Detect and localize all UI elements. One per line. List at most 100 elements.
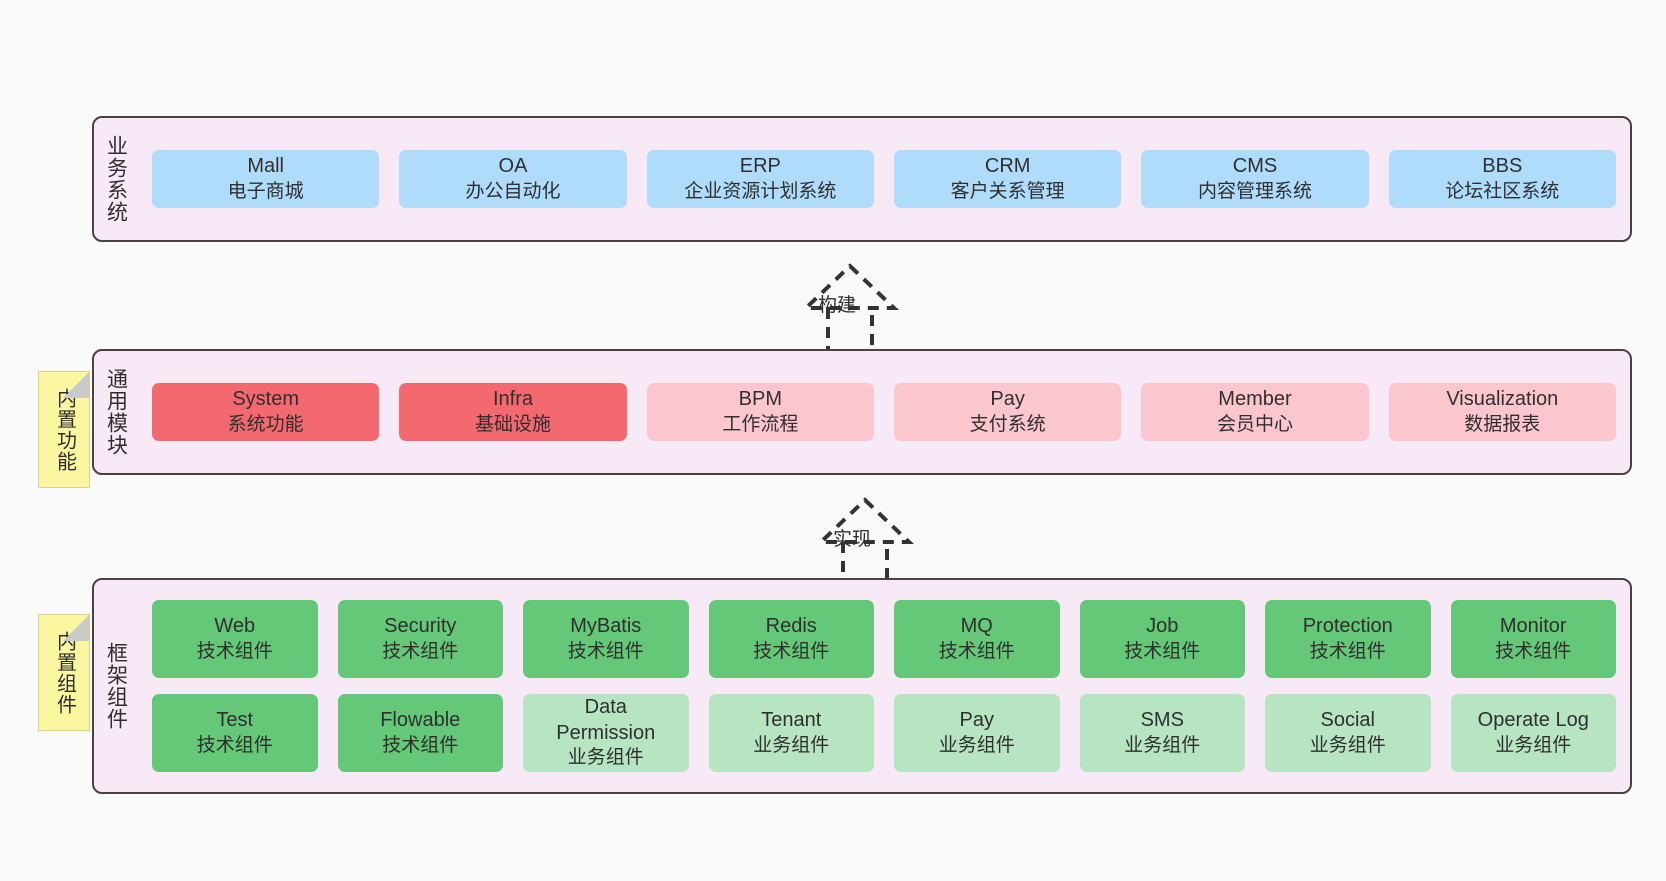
card-label-cn: 客户关系管理 bbox=[950, 180, 1065, 202]
card-label-en: Mall bbox=[247, 155, 284, 178]
card-label-en: Flowable bbox=[380, 709, 461, 732]
card-label-cn: 技术组件 bbox=[1309, 640, 1386, 662]
card-label-cn: 技术组件 bbox=[196, 734, 273, 756]
card-label-cn: 工作流程 bbox=[722, 413, 799, 435]
card-label-cn: 内容管理系统 bbox=[1197, 180, 1312, 202]
card-monitor[interactable]: Monitor 技术组件 bbox=[1450, 600, 1616, 678]
layer-panel-common-modules: 通用模块 System 系统功能 Infra 基础设施 BPM 工作流程 Pay… bbox=[92, 349, 1632, 475]
sticky-note-label: 内置组件 bbox=[53, 630, 76, 715]
card-label-en: Security bbox=[384, 615, 457, 638]
card-label-cn: 业务组件 bbox=[1309, 734, 1386, 756]
card-label-en: Pay bbox=[959, 709, 994, 732]
card-visualization[interactable]: Visualization 数据报表 bbox=[1388, 383, 1616, 441]
card-redis[interactable]: Redis 技术组件 bbox=[708, 600, 874, 678]
card-label-en: Member bbox=[1218, 388, 1292, 411]
card-label-cn: 技术组件 bbox=[382, 640, 459, 662]
card-label-en: Protection bbox=[1302, 615, 1393, 638]
card-label-cn: 技术组件 bbox=[753, 640, 830, 662]
card-operate-log[interactable]: Operate Log 业务组件 bbox=[1450, 694, 1616, 772]
card-label-en: Tenant bbox=[761, 709, 822, 732]
layer-panel-framework-components: 框架组件 Web 技术组件 Security 技术组件 MyBatis 技术组件… bbox=[92, 578, 1632, 794]
card-label-en: Visualization bbox=[1446, 388, 1559, 411]
card-label-cn: 技术组件 bbox=[196, 640, 273, 662]
card-label-en: BPM bbox=[738, 388, 782, 411]
card-label-en: Data Permission bbox=[556, 696, 656, 744]
card-label-en: Job bbox=[1146, 615, 1179, 638]
card-label-en: SMS bbox=[1140, 709, 1184, 732]
card-label-en: MQ bbox=[960, 615, 993, 638]
card-label-cn: 数据报表 bbox=[1464, 413, 1541, 435]
card-mall[interactable]: Mall 电子商城 bbox=[152, 150, 380, 208]
card-crm[interactable]: CRM 客户关系管理 bbox=[893, 150, 1122, 208]
layer-title-common-modules: 通用模块 bbox=[104, 368, 128, 456]
card-label-cn: 业务组件 bbox=[938, 734, 1015, 756]
card-label-cn: 支付系统 bbox=[969, 413, 1046, 435]
card-label-en: Social bbox=[1320, 709, 1375, 732]
card-label-cn: 电子商城 bbox=[227, 180, 304, 202]
layer-body-business-systems: Mall 电子商城 OA 办公自动化 ERP 企业资源计划系统 CRM 客户关系… bbox=[138, 118, 1630, 240]
card-mybatis[interactable]: MyBatis 技术组件 bbox=[523, 600, 689, 678]
card-flowable[interactable]: Flowable 技术组件 bbox=[337, 694, 503, 772]
card-label-en: Web bbox=[214, 615, 256, 638]
card-label-cn: 业务组件 bbox=[753, 734, 830, 756]
layer-body-framework-components: Web 技术组件 Security 技术组件 MyBatis 技术组件 Redi… bbox=[138, 580, 1630, 792]
card-label-en: ERP bbox=[739, 155, 781, 178]
card-label-en: Operate Log bbox=[1477, 709, 1589, 732]
connector-label-build: 构建 bbox=[818, 295, 857, 316]
card-label-cn: 基础设施 bbox=[474, 413, 551, 435]
card-oa[interactable]: OA 办公自动化 bbox=[399, 150, 627, 208]
card-row: Mall 电子商城 OA 办公自动化 ERP 企业资源计划系统 CRM 客户关系… bbox=[152, 150, 1616, 208]
layer-panel-business-systems: 业务系统 Mall 电子商城 OA 办公自动化 ERP 企业资源计划系统 CRM… bbox=[92, 116, 1632, 242]
card-label-cn: 技术组件 bbox=[938, 640, 1015, 662]
card-test[interactable]: Test 技术组件 bbox=[152, 694, 318, 772]
connector-label-implement: 实现 bbox=[833, 529, 872, 550]
card-data-permission[interactable]: Data Permission 业务组件 bbox=[523, 694, 689, 772]
card-label-en: CMS bbox=[1232, 155, 1278, 178]
card-mq[interactable]: MQ 技术组件 bbox=[894, 600, 1060, 678]
card-row: System 系统功能 Infra 基础设施 BPM 工作流程 Pay 支付系统… bbox=[152, 383, 1616, 441]
card-system[interactable]: System 系统功能 bbox=[152, 383, 380, 441]
card-label-cn: 技术组件 bbox=[1124, 640, 1201, 662]
card-erp[interactable]: ERP 企业资源计划系统 bbox=[646, 150, 874, 208]
card-label-cn: 会员中心 bbox=[1216, 413, 1293, 435]
layer-body-common-modules: System 系统功能 Infra 基础设施 BPM 工作流程 Pay 支付系统… bbox=[138, 351, 1630, 473]
card-label-cn: 系统功能 bbox=[227, 413, 304, 435]
card-bpm[interactable]: BPM 工作流程 bbox=[646, 383, 874, 441]
card-row: Web 技术组件 Security 技术组件 MyBatis 技术组件 Redi… bbox=[152, 600, 1616, 678]
card-pay[interactable]: Pay 支付系统 bbox=[893, 383, 1122, 441]
card-label-cn: 业务组件 bbox=[567, 747, 644, 769]
card-label-cn: 技术组件 bbox=[382, 734, 459, 756]
card-tenant[interactable]: Tenant 业务组件 bbox=[708, 694, 874, 772]
layer-title-framework-components: 框架组件 bbox=[104, 642, 128, 730]
card-web[interactable]: Web 技术组件 bbox=[152, 600, 318, 678]
card-label-cn: 业务组件 bbox=[1124, 734, 1201, 756]
sticky-note-builtin-features: 内置功能 bbox=[38, 371, 90, 488]
card-cms[interactable]: CMS 内容管理系统 bbox=[1141, 150, 1369, 208]
card-label-cn: 业务组件 bbox=[1495, 734, 1572, 756]
card-label-en: MyBatis bbox=[570, 615, 642, 638]
card-row: Test 技术组件 Flowable 技术组件 Data Permission … bbox=[152, 694, 1616, 772]
card-label-en: System bbox=[232, 388, 299, 411]
card-label-en: Test bbox=[216, 709, 254, 732]
card-sms[interactable]: SMS 业务组件 bbox=[1079, 694, 1245, 772]
card-label-cn: 企业资源计划系统 bbox=[684, 180, 837, 202]
card-pay-business[interactable]: Pay 业务组件 bbox=[894, 694, 1060, 772]
card-social[interactable]: Social 业务组件 bbox=[1265, 694, 1431, 772]
sticky-note-builtin-components: 内置组件 bbox=[38, 614, 90, 731]
card-label-en: Monitor bbox=[1499, 615, 1567, 638]
card-infra[interactable]: Infra 基础设施 bbox=[399, 383, 627, 441]
card-label-cn: 办公自动化 bbox=[465, 180, 561, 202]
sticky-note-label: 内置功能 bbox=[53, 387, 76, 472]
card-label-cn: 技术组件 bbox=[567, 640, 644, 662]
card-bbs[interactable]: BBS 论坛社区系统 bbox=[1388, 150, 1616, 208]
card-label-en: Redis bbox=[765, 615, 817, 638]
card-security[interactable]: Security 技术组件 bbox=[337, 600, 503, 678]
card-label-en: Infra bbox=[492, 388, 533, 411]
card-label-en: CRM bbox=[984, 155, 1031, 178]
card-member[interactable]: Member 会员中心 bbox=[1141, 383, 1369, 441]
card-label-cn: 技术组件 bbox=[1495, 640, 1572, 662]
card-protection[interactable]: Protection 技术组件 bbox=[1265, 600, 1431, 678]
card-job[interactable]: Job 技术组件 bbox=[1079, 600, 1245, 678]
card-label-cn: 论坛社区系统 bbox=[1445, 180, 1560, 202]
